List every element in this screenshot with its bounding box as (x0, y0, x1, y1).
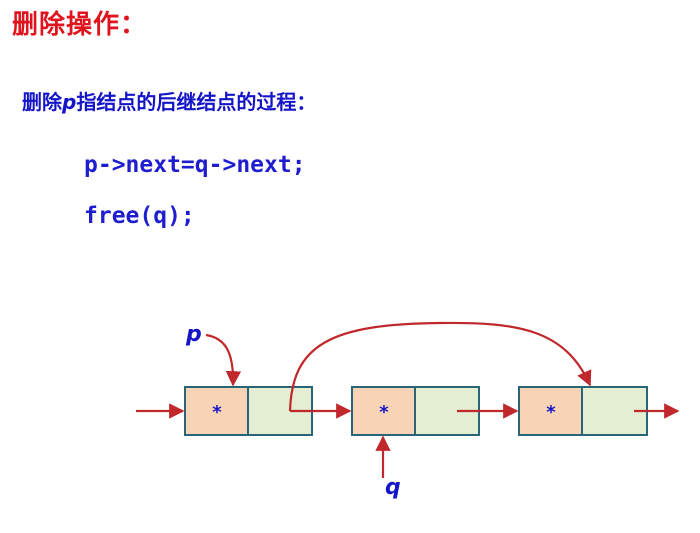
node-2-data-label: * (379, 402, 389, 423)
bypass-arrow (288, 321, 592, 412)
node-2-data-cell (351, 386, 416, 436)
q-pointer-label: q (385, 475, 401, 500)
node-3-data-cell (518, 386, 583, 436)
p-pointer-label: p (185, 322, 202, 347)
p-pointer-arrow (205, 333, 242, 387)
list-node-3: * (518, 386, 648, 436)
page-title: 删除操作： (12, 10, 148, 40)
node-3-data-label: * (546, 402, 556, 423)
subtitle: 删除p指结点的后继结点的过程： (22, 86, 316, 115)
code-line-1: p->next=q->next; (84, 152, 306, 178)
subtitle-pointer-var: p (62, 90, 77, 114)
subtitle-prefix: 删除 (22, 90, 62, 114)
node-3-next-cell (581, 386, 648, 436)
subtitle-suffix: 指结点的后继结点的过程： (76, 90, 317, 114)
code-line-2: free(q); (84, 203, 195, 229)
node-1-data-label: * (212, 402, 222, 423)
